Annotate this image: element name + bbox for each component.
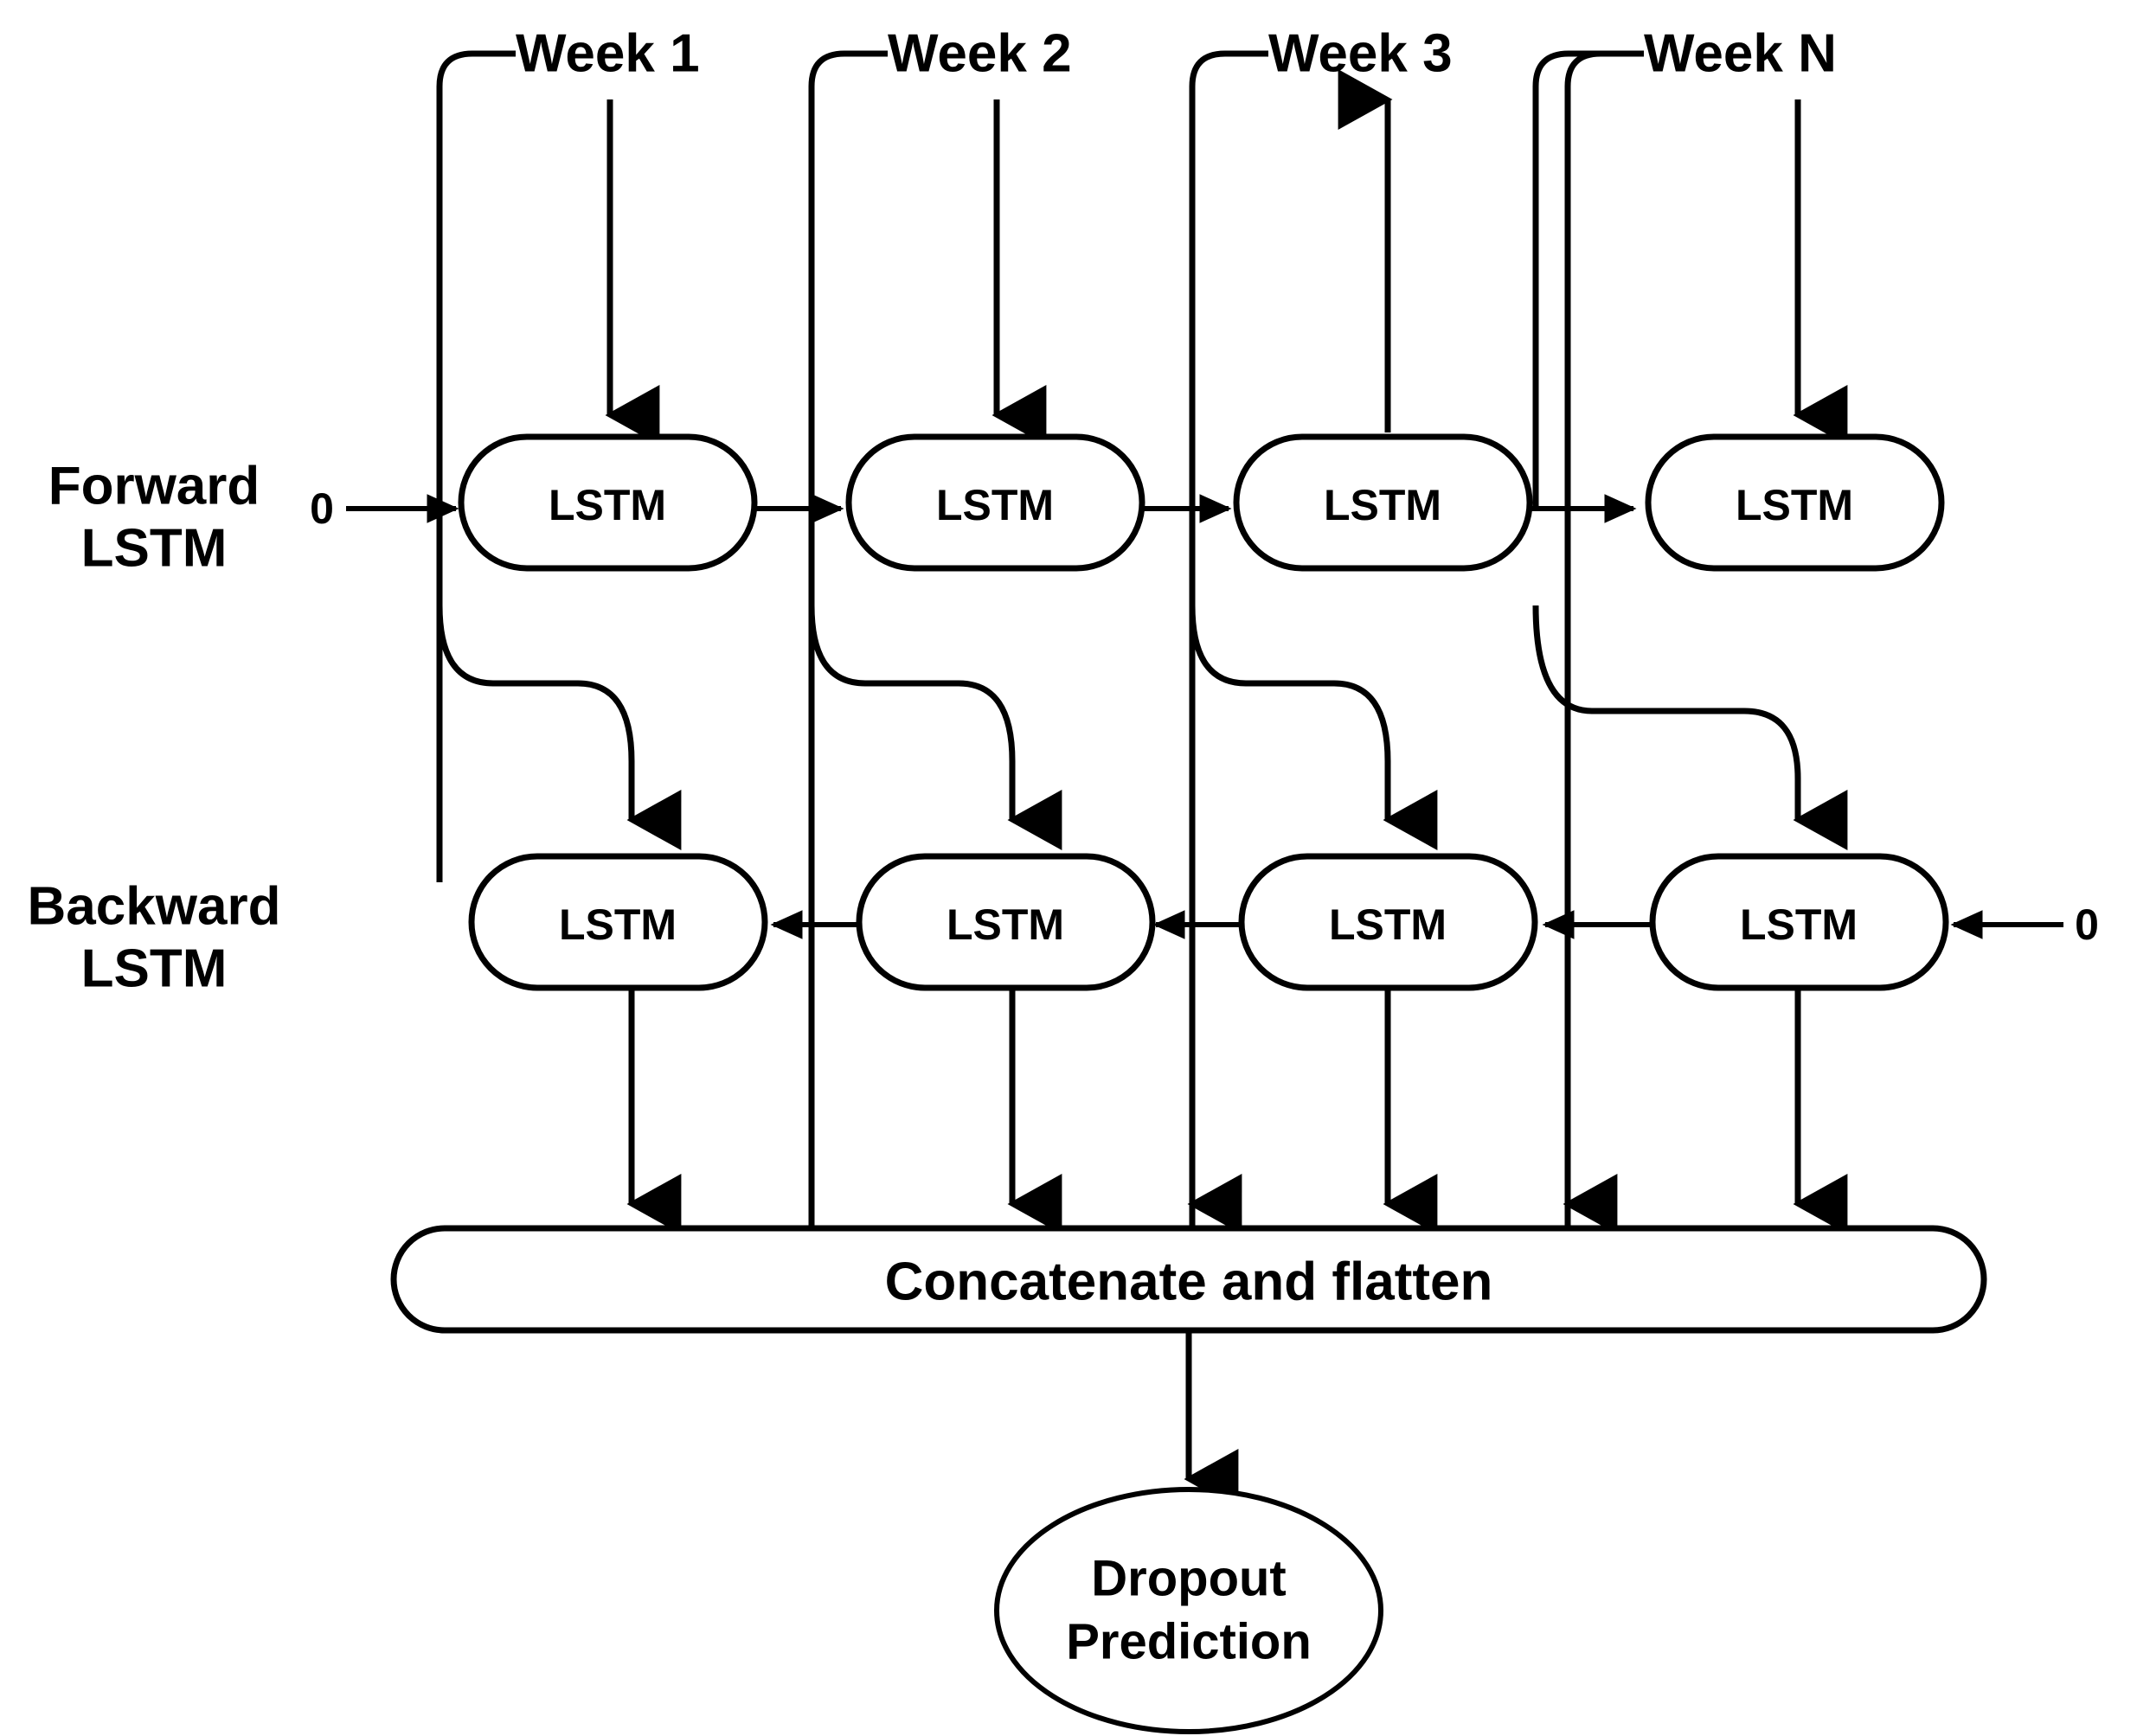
- forward-lstm-cell-2-label: LSTM: [936, 481, 1054, 529]
- forward-row-label: Forward LSTM: [48, 457, 260, 579]
- forward-lstm-cell-1-shape: [458, 433, 758, 572]
- backward-lstm-cell-1-shape: [468, 853, 768, 991]
- week-2-bracket: [808, 50, 888, 1237]
- forward-row-label-line1: Forward: [48, 457, 260, 516]
- backward-lstm-cell-2[interactable]: LSTM: [856, 853, 1156, 991]
- backward-row-label-line1: Backward: [28, 877, 281, 937]
- dropout-prediction-shape: [994, 1487, 1383, 1734]
- backward-lstm-cell-3[interactable]: LSTM: [1238, 853, 1538, 991]
- concatenate-and-flatten-label: Concatenate and flatten: [885, 1252, 1493, 1312]
- dropout-prediction-label-line1: Dropout: [1091, 1551, 1287, 1607]
- week-n-left-spine: [1532, 50, 1612, 509]
- week-1-bracket: [436, 50, 516, 882]
- forward-lstm-cell-3-shape: [1233, 433, 1533, 572]
- dropout-prediction-node[interactable]: Dropout Prediction: [994, 1487, 1383, 1734]
- forward-lstm-cell-4[interactable]: LSTM: [1645, 433, 1945, 572]
- backward-lstm-cell-4-label: LSTM: [1740, 900, 1858, 949]
- backward-row-label-line2: LSTM: [81, 939, 228, 999]
- week-label-1: Week 1: [516, 24, 700, 84]
- week-label-3: Week 3: [1268, 24, 1453, 84]
- s-curve-forward1-to-backward1: [436, 605, 682, 850]
- forward-lstm-cell-3-label: LSTM: [1324, 481, 1441, 529]
- week-n-bracket: [1564, 50, 1644, 1237]
- forward-init-zero-label: 0: [310, 484, 334, 533]
- forward-lstm-cell-3[interactable]: LSTM: [1233, 433, 1533, 572]
- week-3-bracket: [1189, 50, 1268, 1237]
- forward-lstm-cell-4-shape: [1645, 433, 1945, 572]
- concatenate-and-flatten-node[interactable]: Concatenate and flatten: [390, 1225, 1987, 1334]
- backward-lstm-cell-1-label: LSTM: [559, 900, 677, 949]
- forward-lstm-cell-2-shape: [845, 433, 1146, 572]
- backward-lstm-cell-1[interactable]: LSTM: [468, 853, 768, 991]
- backward-init-zero-label: 0: [2075, 900, 2099, 949]
- forward-lstm-cell-1[interactable]: LSTM: [458, 433, 758, 572]
- s-curve-forward4-to-backward4: [1532, 605, 1848, 850]
- forward-lstm-cell-4-label: LSTM: [1736, 481, 1853, 529]
- forward-row-label-line2: LSTM: [81, 519, 228, 579]
- backward-lstm-cell-3-label: LSTM: [1329, 900, 1447, 949]
- backward-row-label: Backward LSTM: [28, 877, 281, 999]
- forward-lstm-cell-2[interactable]: LSTM: [845, 433, 1146, 572]
- forward-lstm-cell-1-label: LSTM: [549, 481, 666, 529]
- backward-lstm-cell-2-label: LSTM: [947, 900, 1064, 949]
- week-label-2: Week 2: [888, 24, 1072, 84]
- s-curve-forward3-to-backward3: [1189, 605, 1438, 850]
- s-curve-forward2-to-backward2: [808, 605, 1062, 850]
- backward-lstm-cell-4[interactable]: LSTM: [1649, 853, 1949, 991]
- dropout-prediction-label-line2: Prediction: [1066, 1614, 1312, 1670]
- week-label-n: Week N: [1644, 24, 1837, 84]
